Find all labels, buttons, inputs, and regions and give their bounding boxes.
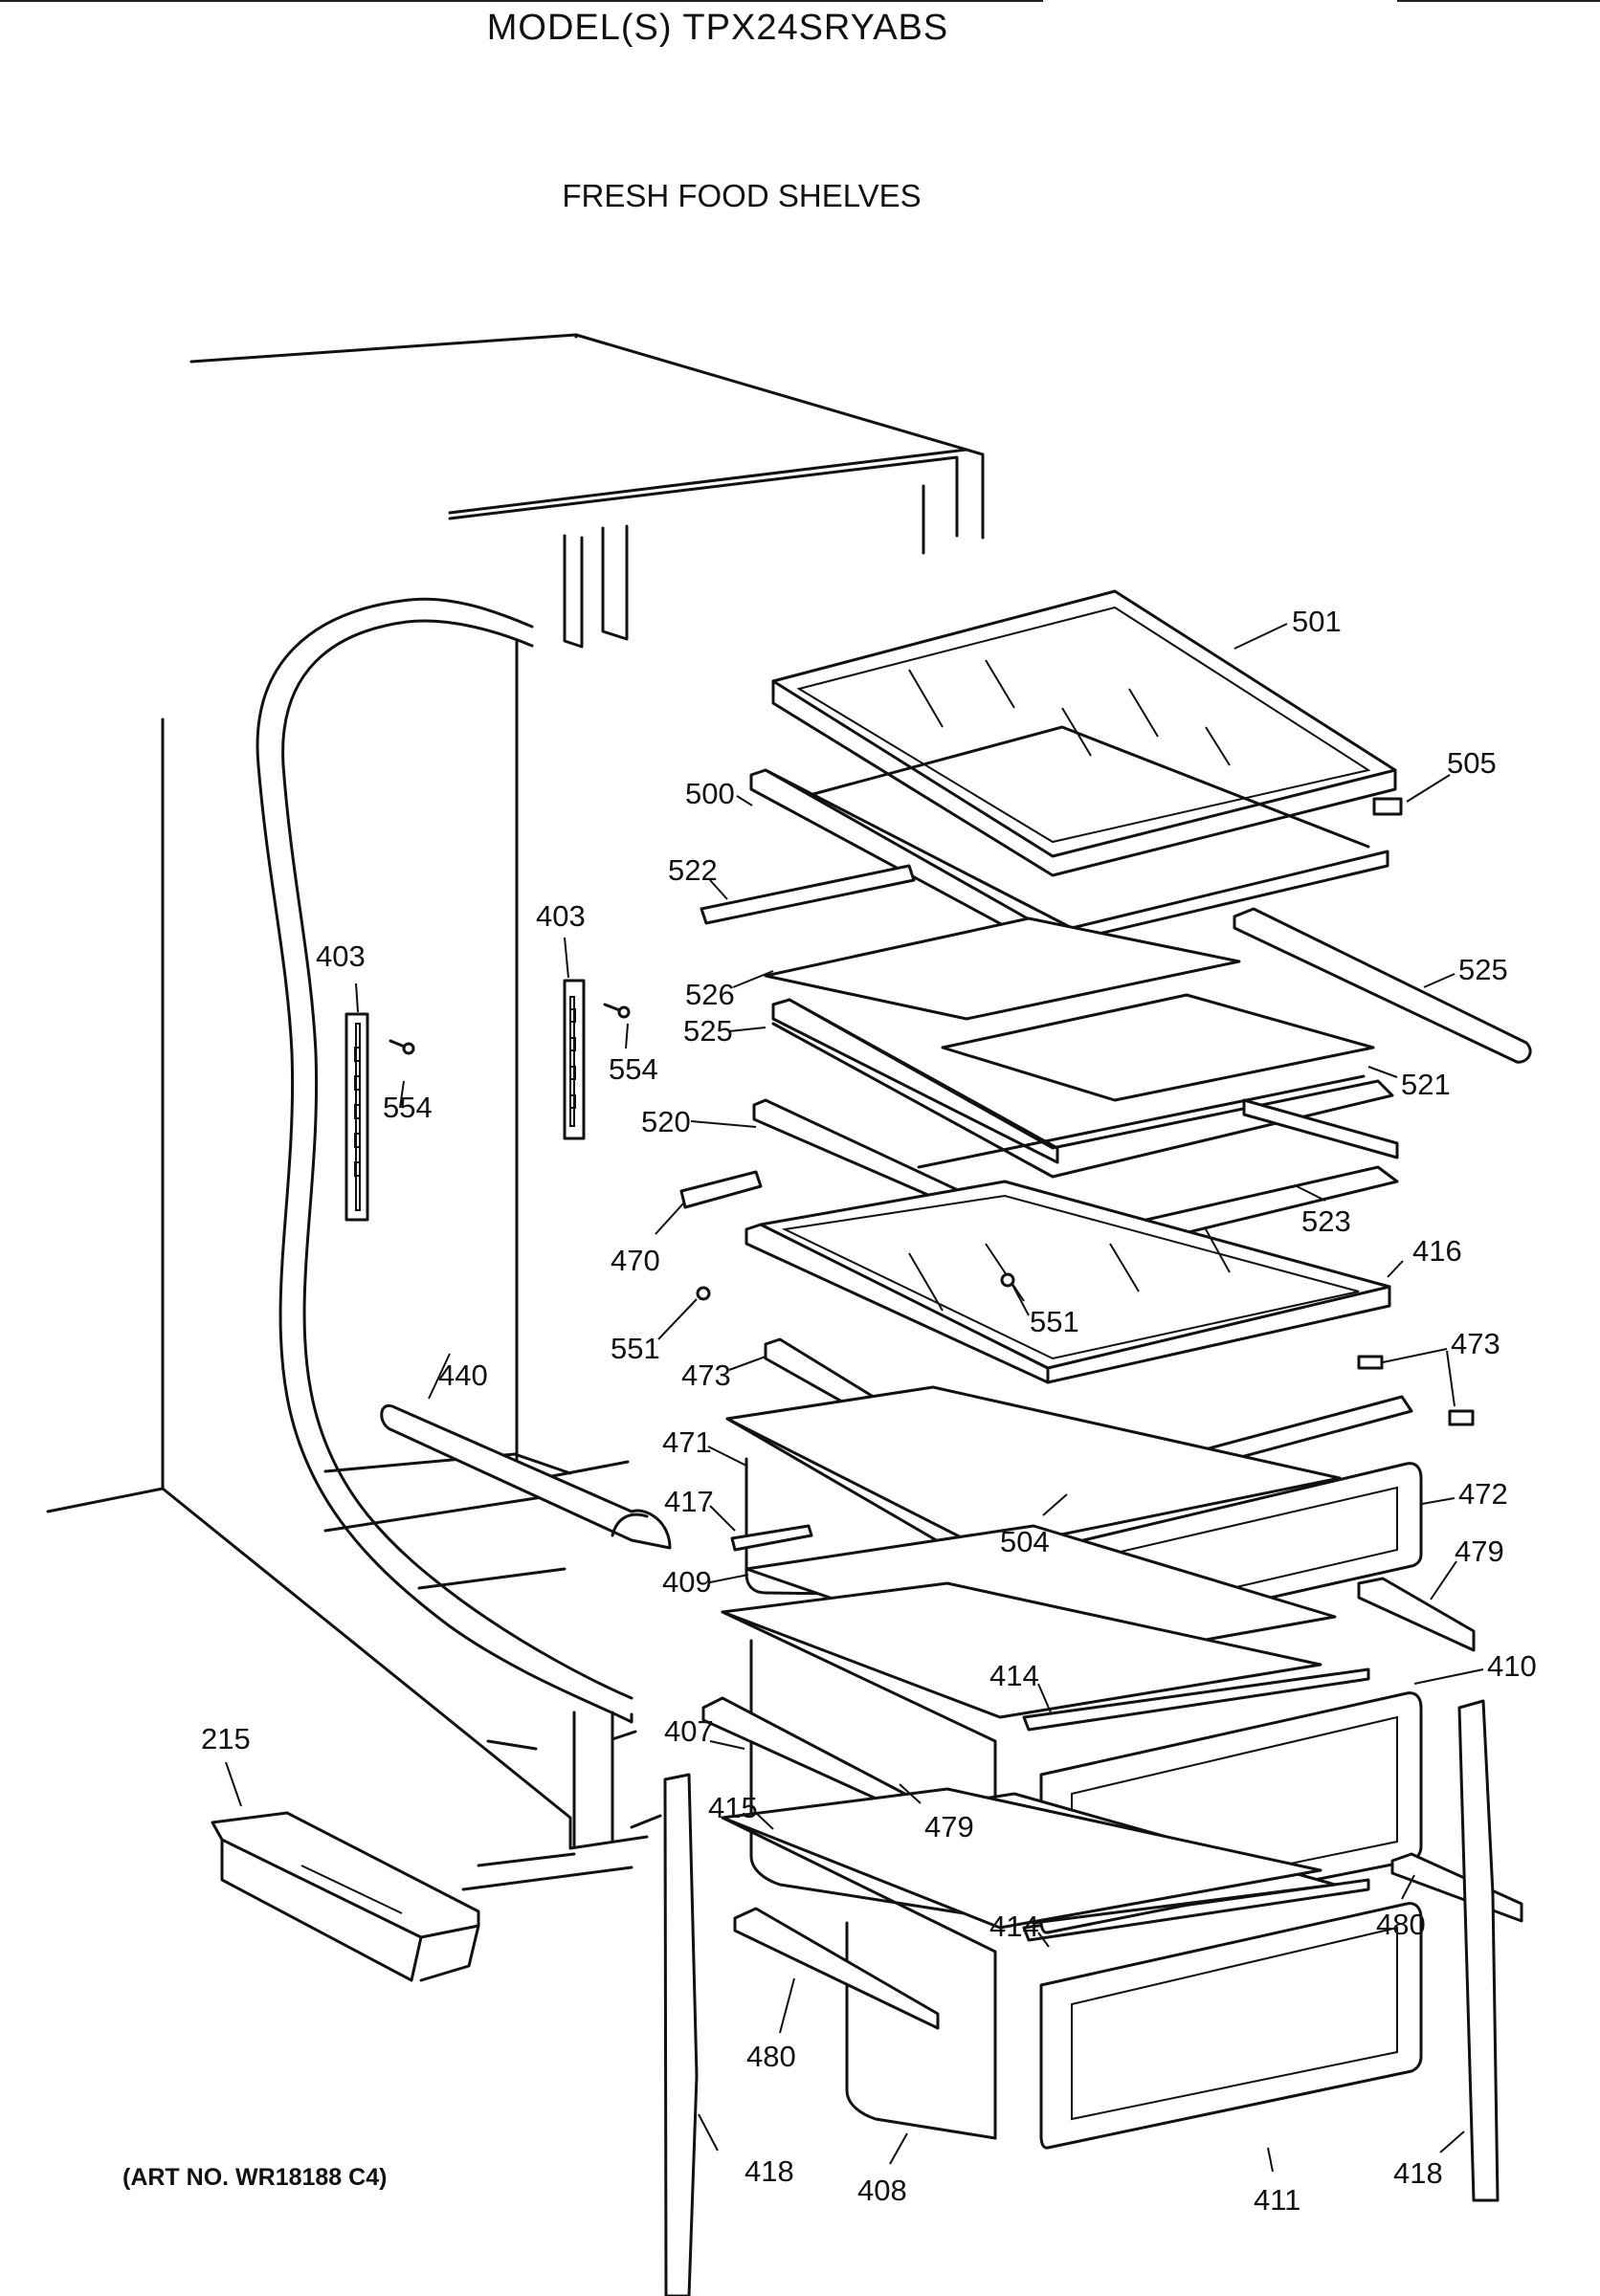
callout-408: 408 bbox=[857, 2174, 907, 2207]
callout-472: 472 bbox=[1458, 1477, 1508, 1511]
part-473-clip-b bbox=[1448, 1409, 1475, 1426]
part-416-glass-shelf bbox=[744, 1180, 1391, 1384]
part-215-bin bbox=[211, 1811, 480, 1982]
callout-554-left: 554 bbox=[383, 1091, 433, 1124]
callout-554-right: 554 bbox=[609, 1052, 658, 1086]
part-417-rail bbox=[730, 1524, 813, 1552]
part-418-side-rail-left bbox=[663, 1773, 699, 2296]
callouts: 501 505 500 522 403 403 525 526 525 554 … bbox=[201, 605, 1537, 2217]
callout-521: 521 bbox=[1401, 1068, 1451, 1101]
part-418-side-rail-right bbox=[1457, 1699, 1500, 2202]
top-rule-left bbox=[0, 0, 1043, 2]
part-526-glass bbox=[764, 916, 1241, 1021]
part-480-slide-left bbox=[733, 1907, 940, 2030]
callout-416: 416 bbox=[1412, 1234, 1462, 1268]
callout-504: 504 bbox=[1000, 1525, 1050, 1558]
callout-479-left: 479 bbox=[924, 1810, 974, 1843]
callout-471: 471 bbox=[662, 1425, 712, 1459]
callout-411: 411 bbox=[1254, 2183, 1300, 2217]
part-473-clip-a bbox=[1357, 1355, 1384, 1370]
part-525-rail-right bbox=[1233, 907, 1532, 1064]
part-551-screw-right bbox=[1000, 1272, 1015, 1288]
callout-418-left: 418 bbox=[744, 2154, 794, 2188]
part-470-bracket bbox=[679, 1170, 763, 1209]
top-rule-right bbox=[1397, 0, 1600, 2]
door-gasket bbox=[256, 597, 633, 1724]
callout-407: 407 bbox=[664, 1714, 714, 1748]
callout-480-right: 480 bbox=[1376, 1908, 1426, 1941]
callout-520: 520 bbox=[641, 1105, 691, 1138]
callout-522: 522 bbox=[668, 853, 718, 887]
callout-409: 409 bbox=[662, 1565, 712, 1599]
art-number: (ART NO. WR18188 C4) bbox=[122, 2164, 388, 2191]
callout-410: 410 bbox=[1487, 1649, 1537, 1683]
shelf-support-403-right bbox=[563, 979, 631, 1140]
model-title: MODEL(S) TPX24SRYABS bbox=[486, 8, 949, 48]
callout-479-right: 479 bbox=[1455, 1534, 1504, 1568]
part-414-strip-upper bbox=[1022, 1667, 1370, 1732]
callout-440: 440 bbox=[438, 1358, 488, 1392]
callout-480-left: 480 bbox=[746, 2040, 796, 2073]
part-501-glass-shelf bbox=[771, 589, 1397, 877]
callout-417: 417 bbox=[664, 1485, 714, 1518]
part-525-frame-left bbox=[771, 998, 1394, 1179]
part-523-rail bbox=[1242, 1098, 1399, 1159]
callout-505: 505 bbox=[1447, 746, 1497, 780]
callout-551-left: 551 bbox=[611, 1332, 660, 1365]
part-479-slide-right bbox=[1357, 1577, 1476, 1652]
part-408-drawer bbox=[721, 1787, 1322, 2140]
shelf-support-403-left bbox=[344, 1012, 415, 1222]
part-407-drawer bbox=[721, 1581, 1322, 1920]
callout-525-right: 525 bbox=[1458, 953, 1508, 986]
part-505-clip bbox=[1372, 797, 1403, 816]
callout-473-right: 473 bbox=[1451, 1327, 1500, 1360]
callout-403-right: 403 bbox=[536, 899, 586, 933]
part-551-screw-left bbox=[696, 1286, 711, 1301]
callout-526: 526 bbox=[685, 978, 735, 1011]
part-500-frame bbox=[749, 725, 1389, 954]
callout-403-left: 403 bbox=[316, 939, 366, 973]
callout-414-lower: 414 bbox=[989, 1910, 1039, 1943]
part-521-glass bbox=[941, 993, 1375, 1102]
callout-215: 215 bbox=[201, 1722, 251, 1755]
part-411-drawer-front bbox=[1039, 1902, 1423, 2150]
callout-551-right: 551 bbox=[1030, 1305, 1079, 1338]
callout-415: 415 bbox=[708, 1791, 758, 1824]
part-440-cover bbox=[380, 1403, 672, 1550]
section-title: FRESH FOOD SHELVES bbox=[562, 178, 922, 213]
part-522-rail bbox=[700, 864, 916, 925]
callout-473-left: 473 bbox=[681, 1358, 731, 1392]
refrigerator-cabinet bbox=[46, 333, 985, 1891]
callout-500: 500 bbox=[685, 777, 735, 810]
callout-525-left: 525 bbox=[683, 1014, 733, 1048]
callout-523: 523 bbox=[1301, 1204, 1351, 1238]
callout-470: 470 bbox=[611, 1244, 660, 1277]
callout-414-upper: 414 bbox=[989, 1659, 1039, 1692]
callout-418-right: 418 bbox=[1393, 2156, 1443, 2190]
callout-501: 501 bbox=[1292, 605, 1342, 638]
